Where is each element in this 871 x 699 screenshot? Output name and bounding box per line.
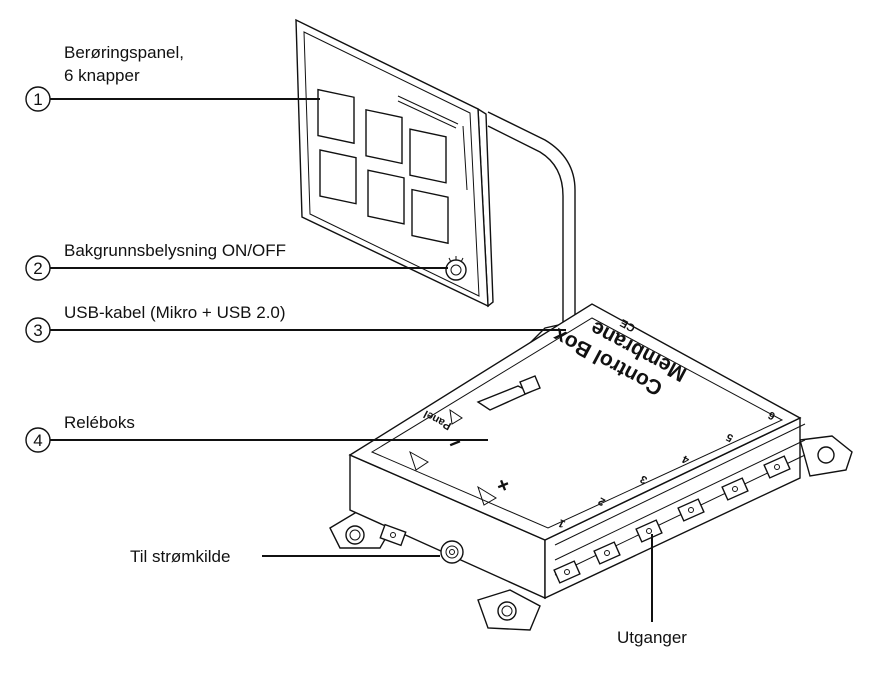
callout-3: 3 USB-kabel (Mikro + USB 2.0) — [25, 303, 566, 343]
callout-label-3: USB-kabel (Mikro + USB 2.0) — [64, 303, 286, 322]
output-numbers: 1 2 3 4 5 6 — [556, 408, 777, 529]
panel-button-6 — [411, 188, 449, 245]
callout-4: 4 Reléboks — [25, 413, 488, 453]
output-number-5: 5 — [724, 430, 735, 443]
panel-button-1 — [317, 88, 355, 145]
outputs-callout: Utganger — [617, 534, 687, 647]
callout-label-1-line2: 6 knapper — [64, 66, 140, 85]
callout-number-2: 2 — [33, 259, 42, 278]
output-terminal-5 — [721, 477, 749, 501]
panel-button-2 — [365, 108, 403, 165]
output-terminal-2 — [593, 541, 621, 565]
output-terminal-4 — [677, 498, 705, 522]
output-number-2: 2 — [596, 494, 607, 507]
touch-panel — [295, 18, 494, 308]
power-source-label: Til strømkilde — [130, 547, 230, 566]
output-number-4: 4 — [680, 452, 692, 466]
callout-number-4: 4 — [33, 431, 42, 450]
output-number-6: 6 — [766, 408, 777, 421]
callout-number-3: 3 — [33, 321, 42, 340]
power-connector — [440, 540, 464, 564]
callout-1: 1 Berøringspanel, 6 knapper — [25, 43, 320, 112]
callout-label-1-line1: Berøringspanel, — [64, 43, 184, 62]
callout-label-4: Reléboks — [64, 413, 135, 432]
plus-arrow-icon — [477, 485, 497, 506]
callout-label-2: Bakgrunnsbelysning ON/OFF — [64, 241, 286, 260]
backlight-button-icon — [445, 256, 467, 281]
panel-button-3 — [409, 128, 447, 184]
output-terminal-6 — [763, 455, 791, 479]
callout-number-1: 1 — [33, 90, 42, 109]
outputs-label: Utganger — [617, 628, 687, 647]
output-number-1: 1 — [556, 516, 567, 529]
power-callout: Til strømkilde — [130, 547, 440, 566]
output-number-3: 3 — [638, 472, 649, 485]
relay-box: Membrane Control Box CE Panel − + 1 2 3 … — [329, 303, 853, 631]
panel-button-4 — [319, 149, 357, 205]
power-terminal-left — [379, 523, 407, 547]
callout-2: 2 Bakgrunnsbelysning ON/OFF — [25, 241, 448, 281]
panel-arrow-icon — [449, 408, 463, 425]
panel-button-5 — [367, 169, 405, 225]
minus-arrow-icon — [409, 450, 429, 471]
output-terminal-1 — [553, 560, 581, 584]
